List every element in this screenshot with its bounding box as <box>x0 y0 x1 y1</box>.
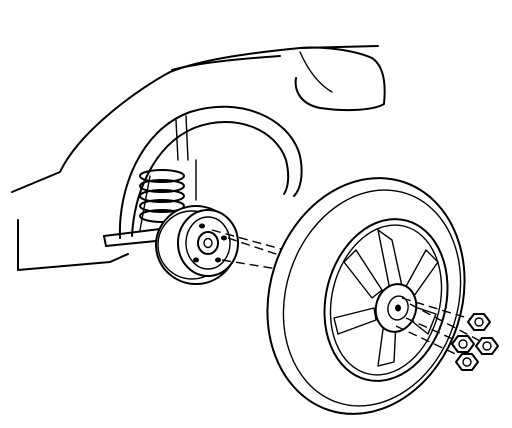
brake-drum-hub <box>155 205 239 285</box>
lug-nut <box>475 337 499 355</box>
vehicle-body <box>11 45 386 271</box>
wheel-stud <box>221 235 227 241</box>
nut-alignment-lines <box>395 297 483 359</box>
lug-nut <box>451 335 475 353</box>
wheel-stud <box>215 257 221 263</box>
wheel-stud <box>193 257 199 263</box>
lug-nut <box>455 353 479 371</box>
coil-spring <box>139 169 185 223</box>
lug-nut <box>467 313 491 331</box>
wheel-studs <box>193 223 227 263</box>
alloy-rim <box>323 218 449 382</box>
lug-nuts <box>451 313 499 371</box>
wheel-stud <box>199 223 205 229</box>
